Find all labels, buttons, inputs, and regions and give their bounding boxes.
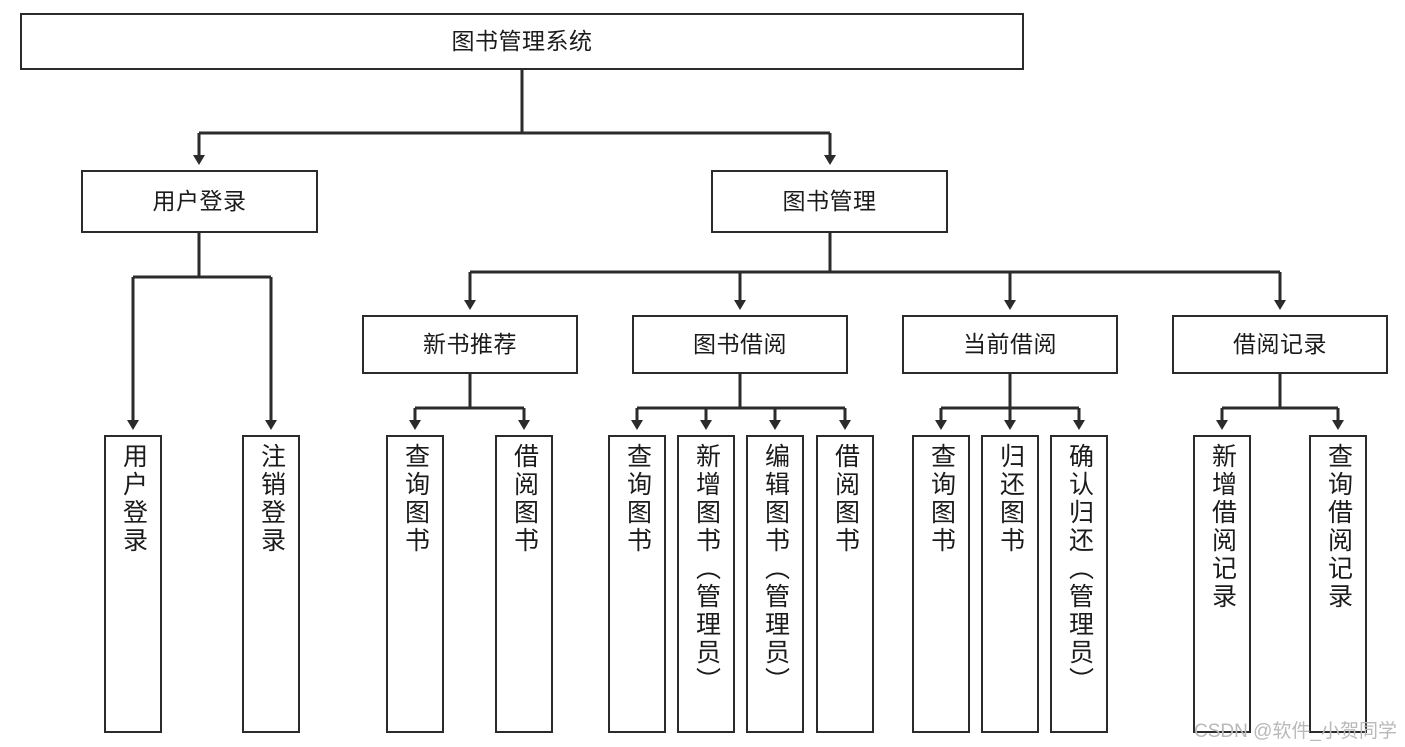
node-label: 新书推荐 [423,330,517,357]
leaf-add-book-admin[interactable]: 新增图书（管理员） [677,435,735,733]
leaf-add-borrow-record[interactable]: 新增借阅记录 [1193,435,1251,733]
leaf-user-login[interactable]: 用户登录 [104,435,162,733]
node-new-book-recommend[interactable]: 新书推荐 [362,315,578,374]
node-current-borrow[interactable]: 当前借阅 [902,315,1118,374]
leaf-return-book[interactable]: 归还图书 [981,435,1039,733]
node-label: 编辑图书（管理员） [761,443,790,695]
leaf-borrow-book-recommend[interactable]: 借阅图书 [495,435,553,733]
node-label: 用户登录 [119,443,148,555]
node-label: 借阅图书 [831,443,860,555]
leaf-borrow-book[interactable]: 借阅图书 [816,435,874,733]
leaf-query-book-recommend[interactable]: 查询图书 [386,435,444,733]
leaf-confirm-return-admin[interactable]: 确认归还（管理员） [1050,435,1108,733]
csdn-watermark: CSDN @软件_小贺同学 [1194,721,1397,742]
leaf-query-borrow-record[interactable]: 查询借阅记录 [1309,435,1367,733]
node-label: 当前借阅 [963,330,1057,357]
leaf-query-book-borrow[interactable]: 查询图书 [608,435,666,733]
node-label: 新增图书（管理员） [692,443,721,695]
node-book-borrow[interactable]: 图书借阅 [632,315,848,374]
node-label: 归还图书 [996,443,1025,555]
node-label: 图书借阅 [693,330,787,357]
node-label: 查询借阅记录 [1324,443,1353,611]
leaf-edit-book-admin[interactable]: 编辑图书（管理员） [746,435,804,733]
node-label: 用户登录 [152,187,247,214]
node-label: 查询图书 [927,443,956,555]
node-root-book-management-system[interactable]: 图书管理系统 [20,13,1024,70]
node-label: 图书管理系统 [451,27,593,54]
leaf-logout-login[interactable]: 注销登录 [242,435,300,733]
node-label: 确认归还（管理员） [1065,443,1094,695]
node-book-management[interactable]: 图书管理 [711,170,948,233]
node-user-login[interactable]: 用户登录 [81,170,318,233]
node-label: 借阅记录 [1233,330,1327,357]
leaf-query-book-current[interactable]: 查询图书 [912,435,970,733]
node-label: 查询图书 [401,443,430,555]
node-borrow-record[interactable]: 借阅记录 [1172,315,1388,374]
node-label: 图书管理 [782,187,877,214]
node-label: 查询图书 [623,443,652,555]
node-label: 借阅图书 [510,443,539,555]
node-label: 新增借阅记录 [1208,443,1237,611]
node-label: 注销登录 [257,443,286,555]
